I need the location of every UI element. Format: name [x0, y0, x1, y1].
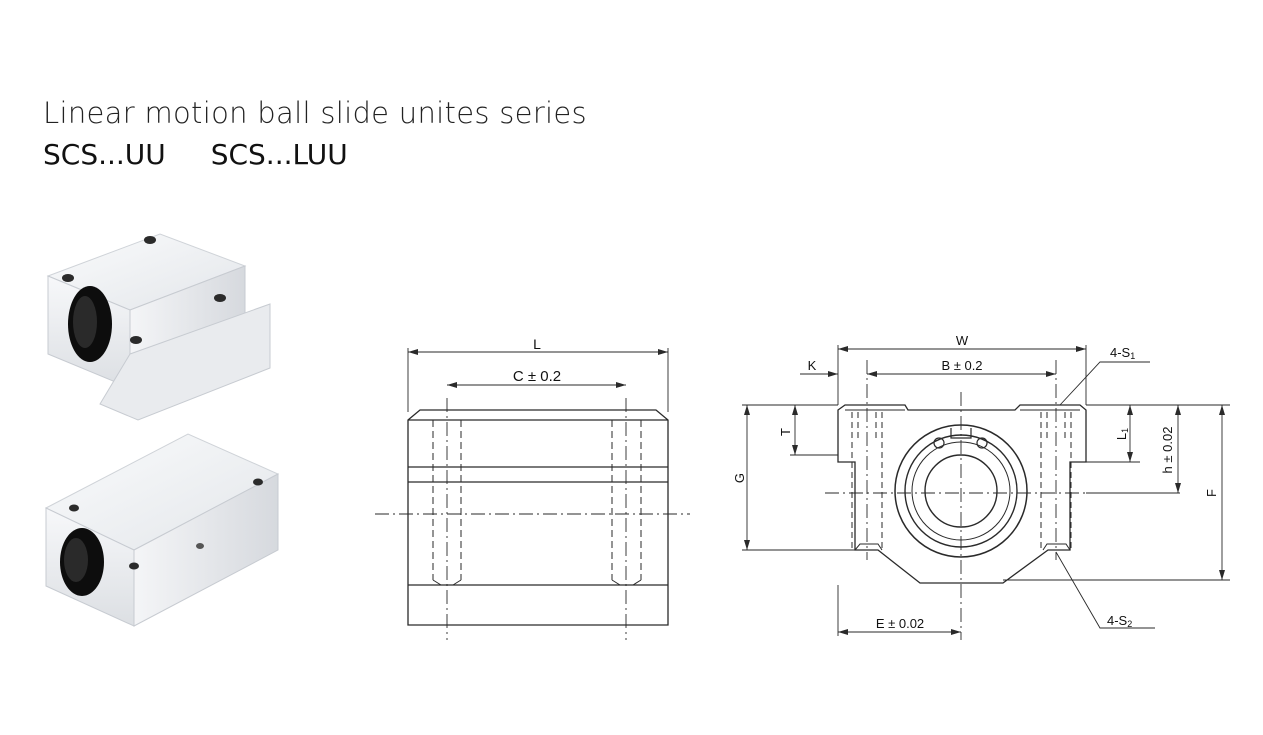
label-4-S2: 4-S2 [1107, 613, 1132, 629]
product-photo-uu [46, 233, 271, 421]
dim-K: K [808, 358, 817, 373]
front-view-drawing: W K B ± 0.2 4-S1 4-S2 E ± 0.02 T G L1 h … [732, 333, 1230, 640]
product-photo-luu [44, 433, 280, 627]
dim-C: C ± 0.2 [513, 368, 561, 385]
dim-T: T [778, 428, 793, 436]
dim-L1: L1 [1114, 428, 1130, 440]
series-title: Linear motion ball slide unites series [43, 96, 587, 130]
dim-F: F [1204, 489, 1219, 497]
dim-G: G [732, 473, 747, 483]
dim-h: h ± 0.02 [1160, 427, 1175, 474]
model-uu: SCS...UU [43, 138, 166, 171]
dim-B: B ± 0.2 [941, 358, 982, 373]
dim-W: W [956, 333, 969, 348]
label-4-S1: 4-S1 [1110, 345, 1135, 361]
model-codes: SCS...UU SCS...LUU [43, 138, 348, 171]
dim-E: E ± 0.02 [876, 616, 924, 631]
dim-L: L [533, 336, 541, 352]
model-luu: SCS...LUU [210, 138, 348, 171]
side-view-drawing: L C ± 0.2 [375, 336, 690, 640]
